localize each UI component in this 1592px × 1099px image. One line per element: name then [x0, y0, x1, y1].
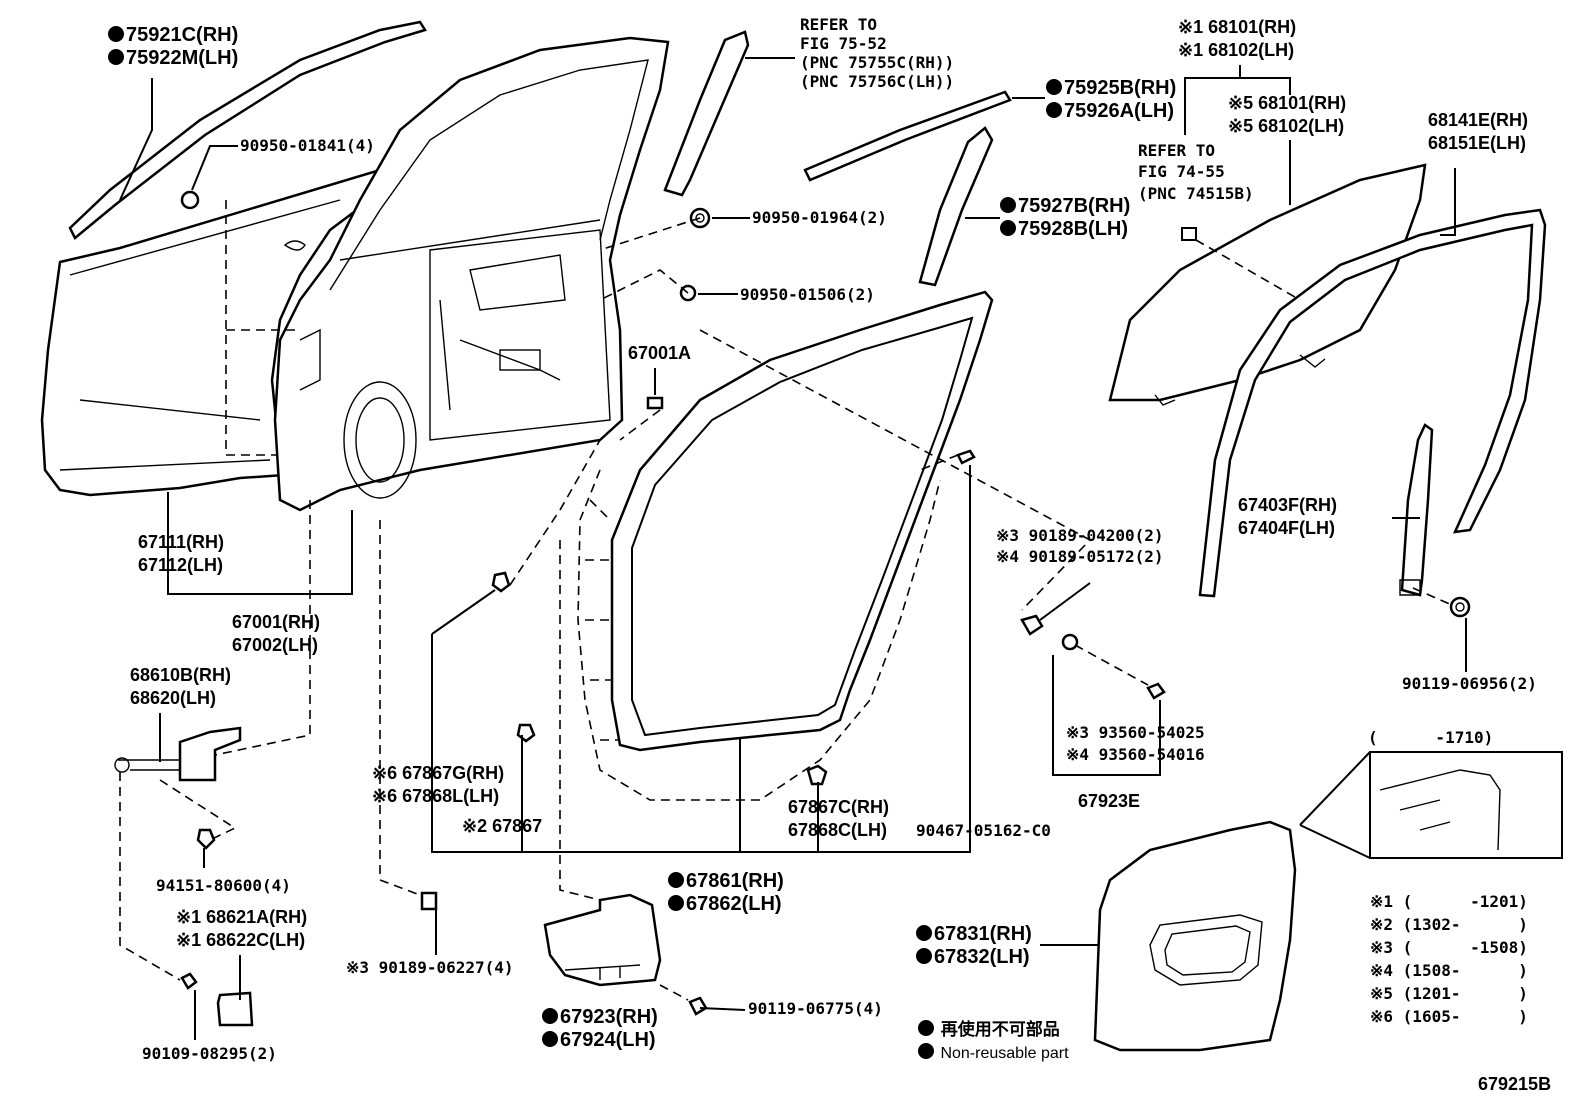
fasteners	[180, 190, 1471, 1016]
label-90119-06775: 90119-06775(4)	[748, 999, 883, 1018]
label-67861: 67861(RH)	[668, 870, 784, 892]
label-67923: 67923(RH)	[542, 1006, 658, 1028]
label-67403f: 67403F(RH)	[1238, 495, 1338, 515]
label-68101-note5: ※5 68101(RH)	[1228, 93, 1347, 113]
label-75925b: 75925B(RH)	[1046, 77, 1176, 99]
label-68151e: 68151E(LH)	[1428, 133, 1527, 153]
front-frame-moulding-75925	[803, 90, 1012, 182]
leader-lines	[119, 57, 1467, 1040]
inset-detail-box	[1299, 751, 1563, 859]
refer-fig-74-55-line1: REFER TO	[1138, 141, 1216, 160]
note-4: ※4 (1508- )	[1370, 961, 1528, 980]
label-67923e: 67923E	[1078, 791, 1141, 811]
label-68102-note1: ※1 68102(LH)	[1178, 40, 1295, 60]
label-67868l: ※6 67868L(LH)	[372, 786, 500, 806]
figure-id: 679215B	[1478, 1074, 1552, 1094]
label-67404f: 67404F(LH)	[1238, 518, 1336, 538]
label-68622c: ※1 68622C(LH)	[176, 930, 306, 950]
label-68102-note5: ※5 68102(LH)	[1228, 116, 1345, 136]
label-75926a: 75926A(LH)	[1046, 100, 1174, 122]
glass-run	[1198, 208, 1547, 598]
label-67868c: 67868C(LH)	[788, 820, 888, 840]
label-67832: 67832(LH)	[916, 946, 1030, 968]
inset-range-label: ( -1710)	[1368, 728, 1494, 747]
refer-fig-74-55-line2: FIG 74-55	[1138, 162, 1225, 181]
label-75928b: 75928B(LH)	[1000, 218, 1128, 240]
label-75922m: 75922M(LH)	[108, 47, 238, 69]
label-67867c: 67867C(RH)	[788, 797, 890, 817]
label-67111: 67111(RH)	[138, 532, 225, 552]
label-68141e: 68141E(RH)	[1428, 110, 1529, 130]
rear-frame-moulding-75927	[918, 126, 994, 287]
refer-fig-75-52-line3: (PNC 75755C(RH))	[800, 53, 955, 72]
label-90467-05162-c0: 90467-05162-C0	[916, 821, 1051, 840]
belt-moulding-strip	[68, 20, 427, 240]
door-hinge-lower	[216, 991, 254, 1027]
door-frame-moulding	[663, 30, 750, 197]
note-5: ※5 (1201- )	[1370, 984, 1528, 1003]
door-check	[114, 726, 242, 782]
door-weatherstrip	[577, 290, 994, 801]
label-67112: 67112(LH)	[138, 555, 224, 575]
refer-fig-75-52-line1: REFER TO	[800, 15, 878, 34]
inner-door-frame	[273, 36, 670, 512]
label-75927b: 75927B(RH)	[1000, 195, 1130, 217]
label-90189-05172: ※4 90189-05172(2)	[996, 547, 1164, 566]
label-68621a: ※1 68621A(RH)	[176, 907, 308, 927]
door-mud-guard	[543, 893, 662, 987]
label-90950-01506: 90950-01506(2)	[740, 285, 875, 304]
legend-non-reusable-jp: 再使用不可部品	[918, 1019, 1060, 1041]
rear-lower-frame	[1399, 423, 1434, 597]
refer-fig-75-52-line4: (PNC 75756C(LH))	[800, 72, 955, 91]
label-75921c: 75921C(RH)	[108, 24, 238, 46]
label-67001: 67001(RH)	[232, 612, 321, 632]
legend-non-reusable-en: Non-reusable part	[918, 1043, 1069, 1065]
label-67924: 67924(LH)	[542, 1029, 656, 1051]
label-67867: ※2 67867	[462, 816, 543, 836]
label-67001a: 67001A	[628, 343, 692, 363]
label-90189-04200: ※3 90189-04200(2)	[996, 526, 1164, 545]
note-3: ※3 ( -1508)	[1370, 938, 1528, 957]
note-2: ※2 (1302- )	[1370, 915, 1528, 934]
refer-fig-75-52-line2: FIG 75-52	[800, 34, 887, 53]
label-67867g: ※6 67867G(RH)	[372, 763, 505, 783]
label-67002: 67002(LH)	[232, 635, 319, 655]
label-90950-01841: 90950-01841(4)	[240, 136, 375, 155]
label-90189-06227: ※3 90189-06227(4)	[346, 958, 514, 977]
label-93560-54016: ※4 93560-54016	[1066, 745, 1205, 764]
label-90950-01964: 90950-01964(2)	[752, 208, 887, 227]
note-6: ※6 (1605- )	[1370, 1007, 1528, 1026]
label-93560-54025: ※3 93560-54025	[1066, 723, 1205, 742]
door-trim-panel	[1093, 820, 1297, 1052]
label-68101-note1: ※1 68101(RH)	[1178, 17, 1297, 37]
non-reusable-dot-icon	[918, 1043, 934, 1059]
label-90109-08295: 90109-08295(2)	[142, 1044, 277, 1063]
non-reusable-dot-icon	[918, 1020, 934, 1036]
note-1: ※1 ( -1201)	[1370, 892, 1528, 911]
label-67831: 67831(RH)	[916, 923, 1032, 945]
refer-fig-74-55-line3: (PNC 74515B)	[1138, 184, 1254, 203]
label-67862: 67862(LH)	[668, 893, 782, 915]
label-68620: 68620(LH)	[130, 688, 217, 708]
label-68610b: 68610B(RH)	[130, 665, 232, 685]
label-90119-06956: 90119-06956(2)	[1402, 674, 1537, 693]
label-94151-80600: 94151-80600(4)	[156, 876, 291, 895]
